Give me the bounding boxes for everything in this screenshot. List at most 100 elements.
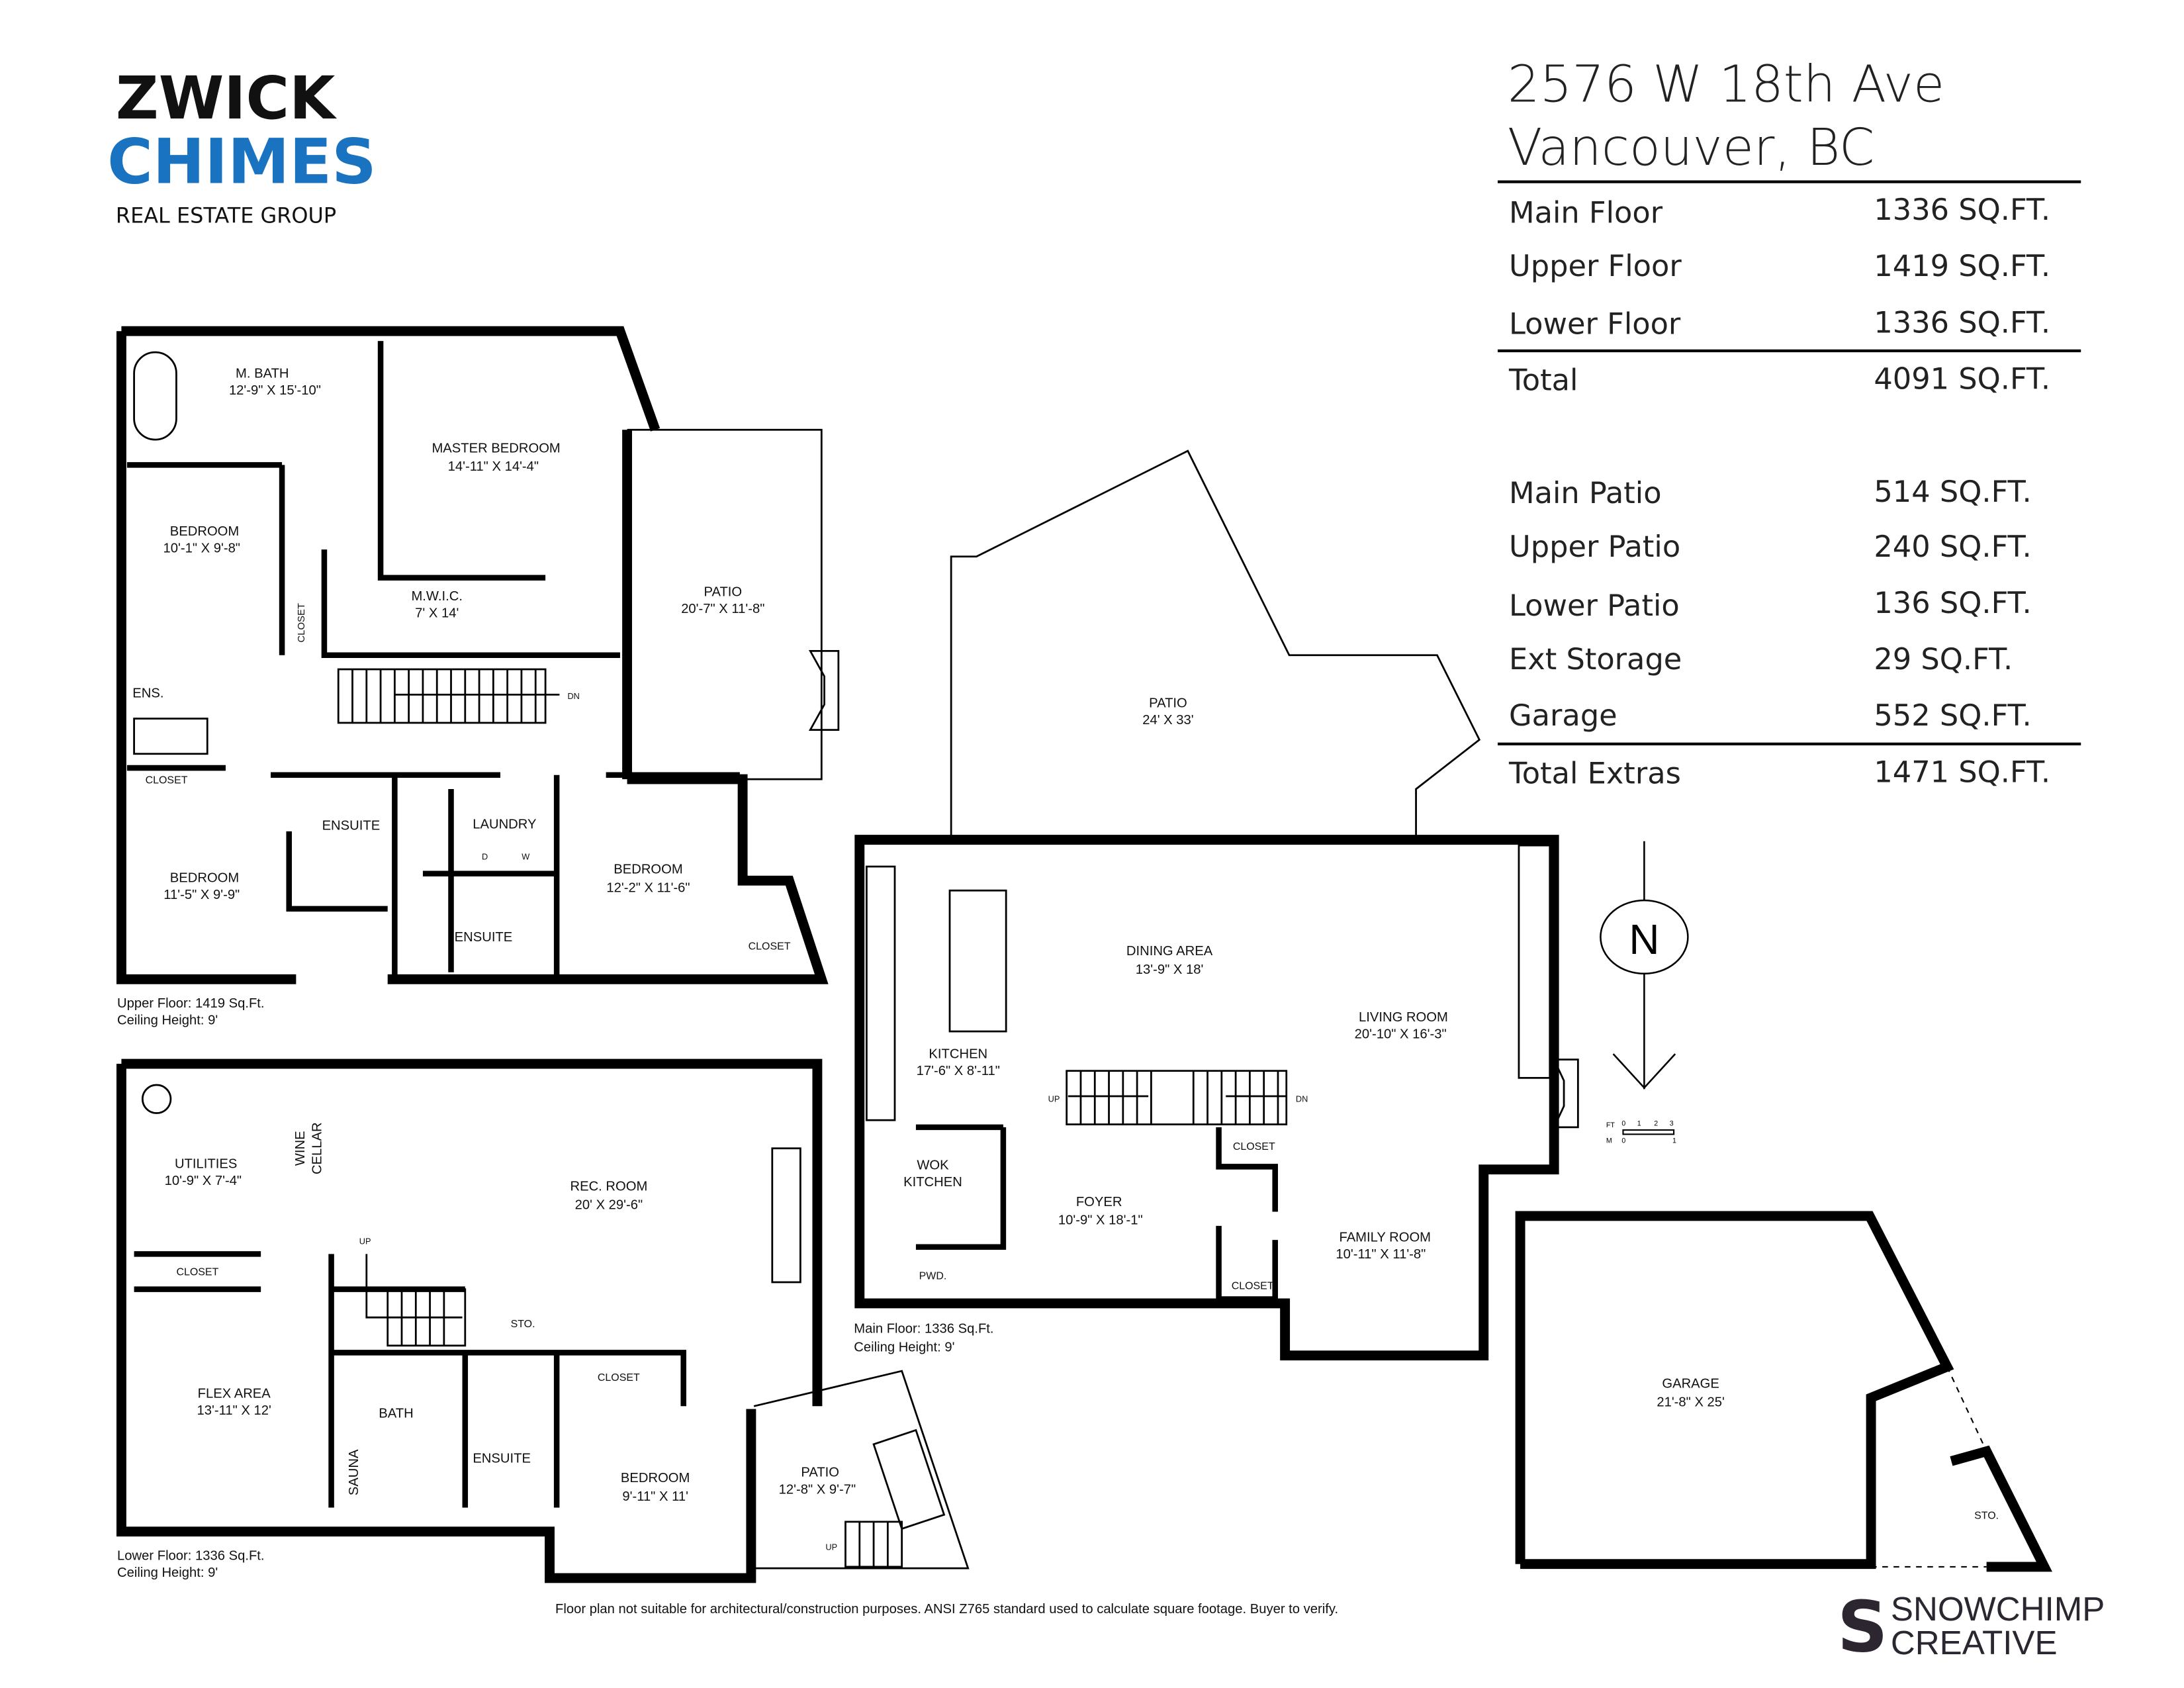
extra-value: 29 SQ.FT. bbox=[1874, 642, 2013, 677]
room-name: BEDROOM bbox=[614, 863, 682, 877]
room-name: BATH bbox=[379, 1406, 413, 1421]
scale-tick: 3 bbox=[1670, 1120, 1674, 1128]
kitchen-island bbox=[948, 889, 1007, 1033]
room-name: LAUNDRY bbox=[473, 818, 537, 832]
fireplace-icon bbox=[1552, 1058, 1579, 1129]
room-dimensions: 12'-2" X 11'-6" bbox=[606, 880, 690, 895]
room-dimensions: 11'-5" X 9'-9" bbox=[163, 888, 240, 902]
ceiling-note: Ceiling Height: 9' bbox=[117, 1566, 218, 1580]
room-name: GARAGE bbox=[1662, 1377, 1719, 1391]
area-label: Lower Floor bbox=[1509, 306, 1681, 341]
room-name: ENS. bbox=[132, 686, 163, 701]
lower-floor-plan: UTILITIES 10'-9" X 7'-4" REC. ROOM 20' X… bbox=[116, 1058, 970, 1583]
extra-label: Lower Patio bbox=[1509, 588, 1680, 623]
garage-plan: GARAGE 21'-8" X 25' STO. bbox=[1515, 1211, 2052, 1572]
dryer-label: D bbox=[482, 851, 488, 861]
room-name: CLOSET bbox=[1232, 1281, 1274, 1292]
washer-label: W bbox=[522, 851, 529, 861]
room-dimensions: 12'-9" X 15'-10" bbox=[229, 383, 321, 398]
address-line1: 2576 W 18th Ave bbox=[1508, 55, 1944, 114]
stairs-direction: UP bbox=[825, 1542, 837, 1552]
room-name: CLOSET bbox=[598, 1372, 640, 1383]
bathtub-icon bbox=[133, 718, 208, 755]
room-name: WINE bbox=[293, 1131, 308, 1166]
ceiling-note: Ceiling Height: 9' bbox=[117, 1013, 218, 1027]
room-dimensions: 14'-11" X 14'-4" bbox=[448, 459, 539, 474]
stairs-icon bbox=[365, 1254, 467, 1347]
area-label: Upper Floor bbox=[1509, 249, 1682, 283]
room-name: DINING AREA bbox=[1126, 944, 1213, 959]
room-name: CLOSET bbox=[749, 941, 791, 953]
zwick-chimes-logo: ZWICK CHIMES REAL ESTATE GROUP bbox=[107, 64, 377, 228]
main-patio-outline bbox=[950, 449, 1481, 836]
bathtub-icon bbox=[133, 351, 177, 441]
built-in-cabinet bbox=[1518, 844, 1551, 1079]
upper-interior-walls bbox=[126, 341, 740, 980]
logo-line2: CHIMES bbox=[107, 126, 377, 199]
furnace-icon bbox=[141, 1084, 172, 1114]
room-name: BEDROOM bbox=[170, 870, 239, 885]
room-name: PWD. bbox=[919, 1271, 947, 1282]
room-name: STO. bbox=[1974, 1511, 1999, 1522]
extra-value: 136 SQ.FT. bbox=[1874, 586, 2031, 620]
stairs-direction: DN bbox=[567, 691, 579, 701]
room-name: CELLAR bbox=[310, 1122, 325, 1174]
north-arrow-icon: N bbox=[1600, 841, 1689, 1090]
garage-open-edge bbox=[1871, 1366, 1987, 1568]
scale-tick: 1 bbox=[1672, 1137, 1676, 1145]
logo-line1: ZWICK bbox=[116, 64, 337, 133]
area-label: Main Floor bbox=[1509, 195, 1663, 230]
room-dimensions: 13'-9" X 18' bbox=[1136, 962, 1204, 977]
room-name: KITCHEN bbox=[929, 1047, 987, 1062]
room-name: CLOSET bbox=[176, 1266, 218, 1278]
scale-tick: 1 bbox=[1637, 1120, 1641, 1128]
floor-note: Main Floor: 1336 Sq.Ft. bbox=[854, 1322, 993, 1336]
room-name: CLOSET bbox=[1233, 1141, 1275, 1152]
room-name: M. BATH bbox=[236, 366, 289, 381]
room-name: CLOSET bbox=[146, 774, 188, 786]
area-label: Total bbox=[1508, 363, 1578, 398]
room-dimensions: 21'-8" X 25' bbox=[1657, 1395, 1725, 1409]
extra-label: Total Extras bbox=[1508, 756, 1681, 790]
room-name: PATIO bbox=[801, 1466, 839, 1480]
room-name: PATIO bbox=[704, 585, 742, 599]
room-dimensions: 10'-11" X 11'-8" bbox=[1336, 1247, 1426, 1262]
extra-value: 1471 SQ.FT. bbox=[1874, 755, 2050, 789]
room-name: FOYER bbox=[1076, 1195, 1122, 1209]
scale-tick: 2 bbox=[1654, 1120, 1658, 1128]
room-name: ENSUITE bbox=[455, 930, 513, 945]
room-dimensions: 9'-11" X 11' bbox=[622, 1489, 688, 1504]
stairs-direction: DN bbox=[1296, 1094, 1308, 1104]
upper-floor-plan: M. BATH 12'-9" X 15'-10" MASTER BEDROOM … bbox=[116, 326, 840, 1027]
stairs-icon bbox=[337, 668, 560, 724]
room-name: CLOSET bbox=[296, 603, 307, 643]
room-name: STO. bbox=[511, 1319, 535, 1330]
fireplace-icon bbox=[808, 650, 840, 731]
main-floor-plan: PATIO 24' X 33' DINING AREA 13'-9" X 18'… bbox=[854, 449, 1579, 1361]
scale-m-label: M bbox=[1606, 1137, 1612, 1145]
room-dimensions: 13'-11" X 12' bbox=[197, 1403, 271, 1418]
room-name: WOK bbox=[917, 1158, 949, 1173]
room-dimensions: 10'-9" X 7'-4" bbox=[165, 1174, 242, 1188]
room-name: LIVING ROOM bbox=[1359, 1010, 1448, 1025]
extra-label: Ext Storage bbox=[1509, 642, 1682, 677]
logo-line3: REAL ESTATE GROUP bbox=[116, 203, 336, 228]
main-exterior-walls bbox=[854, 835, 1559, 1361]
exterior-stairs-icon bbox=[844, 1429, 946, 1568]
room-name: UTILITIES bbox=[175, 1157, 237, 1172]
room-name: BEDROOM bbox=[170, 524, 239, 539]
extra-value: 552 SQ.FT. bbox=[1874, 698, 2031, 733]
area-value: 1419 SQ.FT. bbox=[1874, 249, 2050, 283]
room-name: ENSUITE bbox=[322, 819, 381, 833]
floor-note: Upper Floor: 1419 Sq.Ft. bbox=[117, 996, 265, 1011]
area-value: 4091 SQ.FT. bbox=[1874, 361, 2050, 396]
room-dimensions: 12'-8" X 9'-7" bbox=[779, 1482, 856, 1497]
room-dimensions: 10'-9" X 18'-1" bbox=[1058, 1213, 1143, 1228]
ceiling-note: Ceiling Height: 9' bbox=[854, 1340, 954, 1354]
stairs-direction: UP bbox=[1048, 1094, 1060, 1104]
main-interior-walls bbox=[915, 1124, 1278, 1302]
room-name: PATIO bbox=[1149, 696, 1187, 711]
extra-label: Main Patio bbox=[1509, 476, 1662, 510]
